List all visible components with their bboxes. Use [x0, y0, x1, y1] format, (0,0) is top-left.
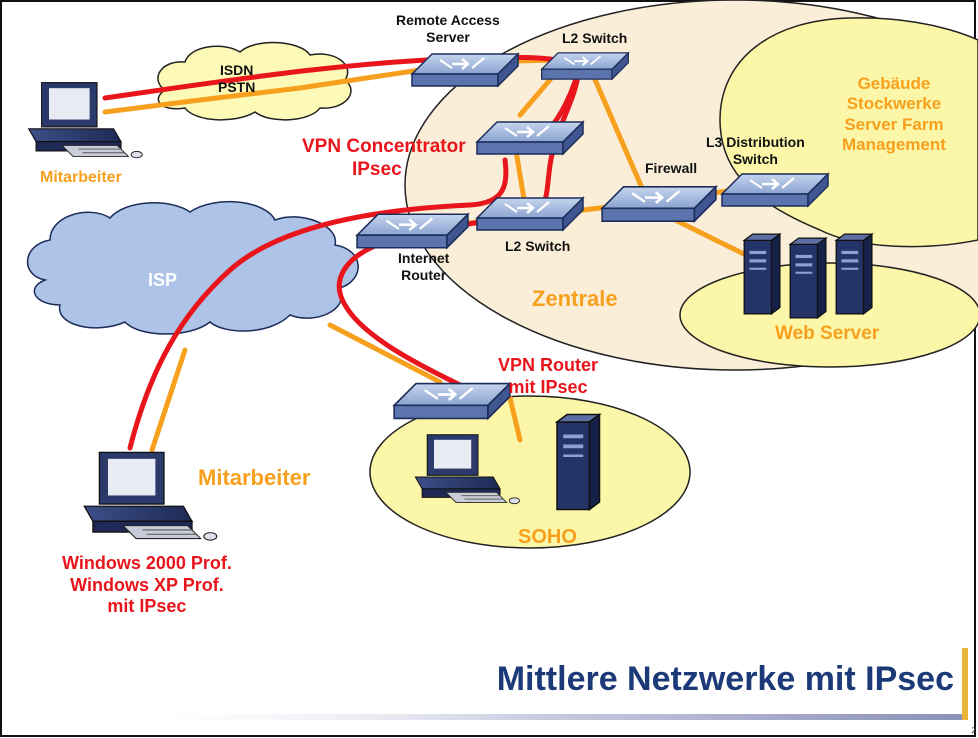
web-server-label: Web Server [775, 323, 880, 344]
web-server-zone [679, 262, 978, 368]
zentrale-label: Zentrale [532, 286, 618, 311]
isdn-cloud-label: ISDN PSTN [218, 62, 256, 95]
mitarbeiter-bottom-label: Mitarbeiter [198, 465, 311, 490]
switch-icon-vpn-concentrator [475, 120, 585, 156]
os-note-label: Windows 2000 Prof. Windows XP Prof. mit … [62, 553, 232, 617]
soho-label: SOHO [518, 526, 577, 548]
soho-zone [369, 395, 691, 549]
remote-access-server-label: Remote Access Server [396, 12, 500, 45]
switch-icon-l3 [720, 172, 830, 208]
isp-cloud [26, 201, 359, 335]
web-server-icon-2 [789, 237, 827, 319]
footer-accent [962, 648, 968, 720]
page-number: 2 [971, 726, 976, 735]
vpn-concentrator-label: VPN Concentrator IPsec [302, 136, 466, 180]
switch-icon-l2-top [540, 51, 630, 81]
soho-server-icon [556, 413, 601, 511]
firewall-icon [600, 185, 718, 223]
vpn-router-label: VPN Router mit IPsec [498, 355, 599, 397]
router-icon-internet [355, 212, 470, 250]
router-icon-remote-access [410, 52, 520, 88]
mitarbeiter-top-label: Mitarbeiter [40, 169, 122, 186]
l2-switch-bottom-label: L2 Switch [505, 238, 571, 254]
router-icon-vpn [392, 382, 512, 420]
switch-icon-l2-bottom [475, 196, 585, 232]
footer-bar [100, 714, 966, 720]
computer-icon-bottom [83, 451, 218, 541]
l3-switch-label: L3 Distribution Switch [706, 134, 805, 167]
isp-cloud-label: ISP [148, 270, 178, 290]
l2-switch-top-label: L2 Switch [562, 30, 628, 46]
slide-title: Mittlere Netzwerke mit IPsec [496, 660, 954, 698]
web-server-icon-1 [743, 233, 781, 315]
campus-label: Gebäude Stockwerke Server Farm Managemen… [842, 74, 946, 155]
internet-router-label: Internet Router [398, 250, 450, 283]
web-server-icon-3 [835, 233, 873, 315]
firewall-label: Firewall [645, 160, 698, 176]
